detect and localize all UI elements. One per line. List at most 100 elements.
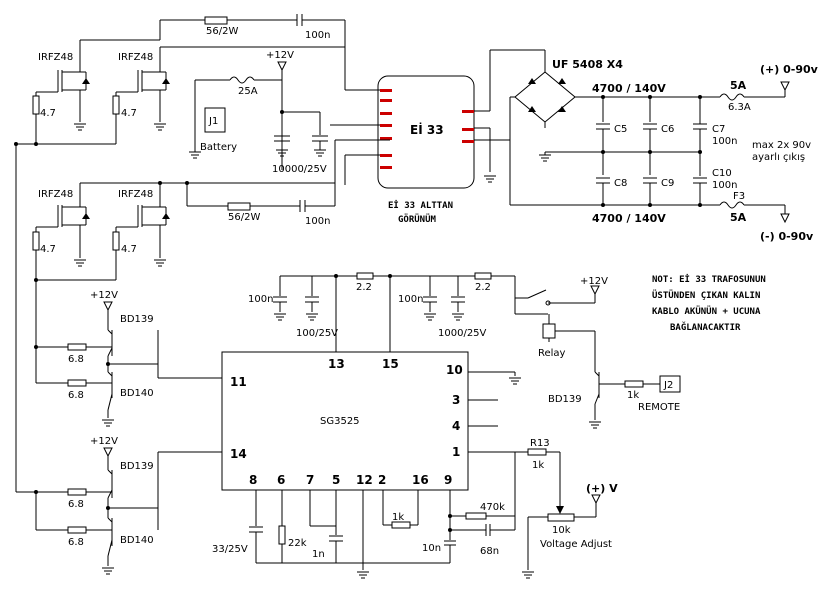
mosfet-pair-top: IRFZ48 IRFZ48 4.7 4.7 56/2W 10 <box>16 14 346 146</box>
transformer-note-1: Eİ 33 ALTTAN <box>388 200 453 211</box>
c-68n-label: 68n <box>480 546 499 557</box>
c-100n-a-label: 100n <box>248 294 273 305</box>
pin-13: 13 <box>328 357 345 371</box>
battery-connector <box>204 107 226 133</box>
pin-12: 12 <box>356 473 373 487</box>
pin-5: 5 <box>332 473 340 487</box>
r-22a-label: 2.2 <box>356 282 372 293</box>
pin-4: 4 <box>452 419 460 433</box>
relay-section: +12V Relay J2 1k BD139 REMOTE <box>514 276 681 429</box>
transformer-note-2: GÖRÜNÜM <box>398 214 437 225</box>
r-g3-label: 4.7 <box>40 244 56 255</box>
pin-3: 3 <box>452 393 460 407</box>
out-note-2: ayarlı çıkış <box>752 152 805 163</box>
out-pos-label: (+) 0-90v <box>760 63 819 76</box>
cap-bot-label: 4700 / 140V <box>592 212 666 225</box>
ic-timing-components: 33/25V 22k 1n 1k 470k 10n 68n R13 1k <box>212 438 618 579</box>
c-100-25-label: 100/25V <box>296 328 338 339</box>
fuse-out-bot-value: 5A <box>730 211 747 224</box>
fuse-out-top-label: 5A <box>730 79 747 92</box>
note-line-3: KABLO AKÜNÜN + UCUNA <box>652 306 761 317</box>
ic-label: SG3525 <box>320 416 360 427</box>
bd139-b-label: BD139 <box>120 461 154 472</box>
pin-15: 15 <box>382 357 399 371</box>
pin-9: 9 <box>444 473 452 487</box>
pot-10k-label: 10k <box>552 525 571 536</box>
mosfet-pair-bottom: IRFZ48 IRFZ48 4.7 4.7 56/2W 100n <box>32 139 390 281</box>
r-22b-label: 2.2 <box>475 282 491 293</box>
q2-label: IRFZ48 <box>118 52 153 63</box>
transformer: Eİ 33 Eİ 33 ALTTAN GÖRÜNÜM <box>330 49 545 225</box>
plus12-drv2-label: +12V <box>90 436 118 447</box>
note-line-4: BAĞLANACAKTIR <box>670 321 741 333</box>
ic-power-filter: 2.2 2.2 100n 100/25V 100n 1000/25V <box>248 272 515 352</box>
c8-label: C8 <box>614 178 627 189</box>
out-neg-label: (-) 0-90v <box>760 230 814 243</box>
r-g4-label: 4.7 <box>121 244 137 255</box>
r-g1-label: 4.7 <box>40 108 56 119</box>
pin-16: 16 <box>412 473 429 487</box>
pin-11: 11 <box>230 375 247 389</box>
transformer-label: Eİ 33 <box>410 122 444 137</box>
relay-label: Relay <box>538 348 566 359</box>
r68-a-label: 6.8 <box>68 354 84 365</box>
c-100n-b-label: 100n <box>398 294 423 305</box>
c5-label: C5 <box>614 124 627 135</box>
bridge-rectifier: UF 5408 X4 4700 / 140V 4700 / 140V C5 C6… <box>509 50 819 243</box>
pin-7: 7 <box>306 473 314 487</box>
c10-label: C10 <box>712 168 732 179</box>
pin-1: 1 <box>452 445 460 459</box>
c-33-25-label: 33/25V <box>212 544 248 555</box>
c-10n-label: 10n <box>422 543 441 554</box>
fuse-out-bot-label: F3 <box>733 191 745 202</box>
c9-label: C9 <box>661 178 674 189</box>
remote-connector <box>659 375 681 393</box>
c10-value: 100n <box>712 180 737 191</box>
pin-14: 14 <box>230 447 247 461</box>
pos-v-label: (+) V <box>586 482 618 495</box>
q1-label: IRFZ48 <box>38 52 73 63</box>
voltage-adjust-label: Voltage Adjust <box>540 539 612 550</box>
pin-2: 2 <box>378 473 386 487</box>
pin-10: 10 <box>446 363 463 377</box>
r-1k-ic-label: 1k <box>392 512 404 523</box>
driver-pair-b: +12V BD139 6.8 6.8 BD140 <box>16 436 222 575</box>
bd140-a-label: BD140 <box>120 388 154 399</box>
fuse-out-top-value: 6.3A <box>728 102 751 113</box>
r-22k-label: 22k <box>288 538 307 549</box>
q3-label: IRFZ48 <box>38 189 73 200</box>
pin-6: 6 <box>277 473 285 487</box>
c-1000-25-label: 1000/25V <box>438 328 487 339</box>
bd139-relay-label: BD139 <box>548 394 582 405</box>
voltage-adjust-pot <box>547 513 575 522</box>
snub-top-r-label: 56/2W <box>206 26 238 37</box>
relay-coil <box>542 323 556 339</box>
r-1k-remote-label: 1k <box>627 390 639 401</box>
r13-value: 1k <box>532 460 544 471</box>
fuse-batt-label: 25A <box>238 86 258 97</box>
remote-label: REMOTE <box>638 402 680 413</box>
out-note-1: max 2x 90v <box>752 140 811 151</box>
c7-value: 100n <box>712 136 737 147</box>
bd139-a-label: BD139 <box>120 314 154 325</box>
r68-b-label: 6.8 <box>68 390 84 401</box>
j2-label: J2 <box>663 380 673 391</box>
sg3525-ic: SG3525 13 15 10 11 3 4 14 1 8 6 7 5 12 2… <box>221 351 528 491</box>
cap-batt-label: 10000/25V <box>272 164 327 175</box>
r-g2-label: 4.7 <box>121 108 137 119</box>
note-line-1: NOT: Eİ 33 TRAFOSUNUN <box>652 274 766 285</box>
note: NOT: Eİ 33 TRAFOSUNUN ÜSTÜNDEN ÇIKAN KAL… <box>652 274 766 333</box>
snub-bot-c-label: 100n <box>305 216 330 227</box>
c7-label: C7 <box>712 124 725 135</box>
note-line-2: ÜSTÜNDEN ÇIKAN KALIN <box>652 290 760 301</box>
j1-label: J1 <box>208 116 218 127</box>
q4-label: IRFZ48 <box>118 189 153 200</box>
bridge-label: UF 5408 X4 <box>552 58 623 71</box>
snub-bot-r-label: 56/2W <box>228 212 260 223</box>
driver-pair-a: +12V BD139 6.8 6.8 BD140 <box>34 290 222 427</box>
battery-section: +12V 25A J1 Battery 10000/25V <box>188 50 328 175</box>
c6-label: C6 <box>661 124 674 135</box>
r13-label: R13 <box>530 438 550 449</box>
c-1n-label: 1n <box>312 549 325 560</box>
